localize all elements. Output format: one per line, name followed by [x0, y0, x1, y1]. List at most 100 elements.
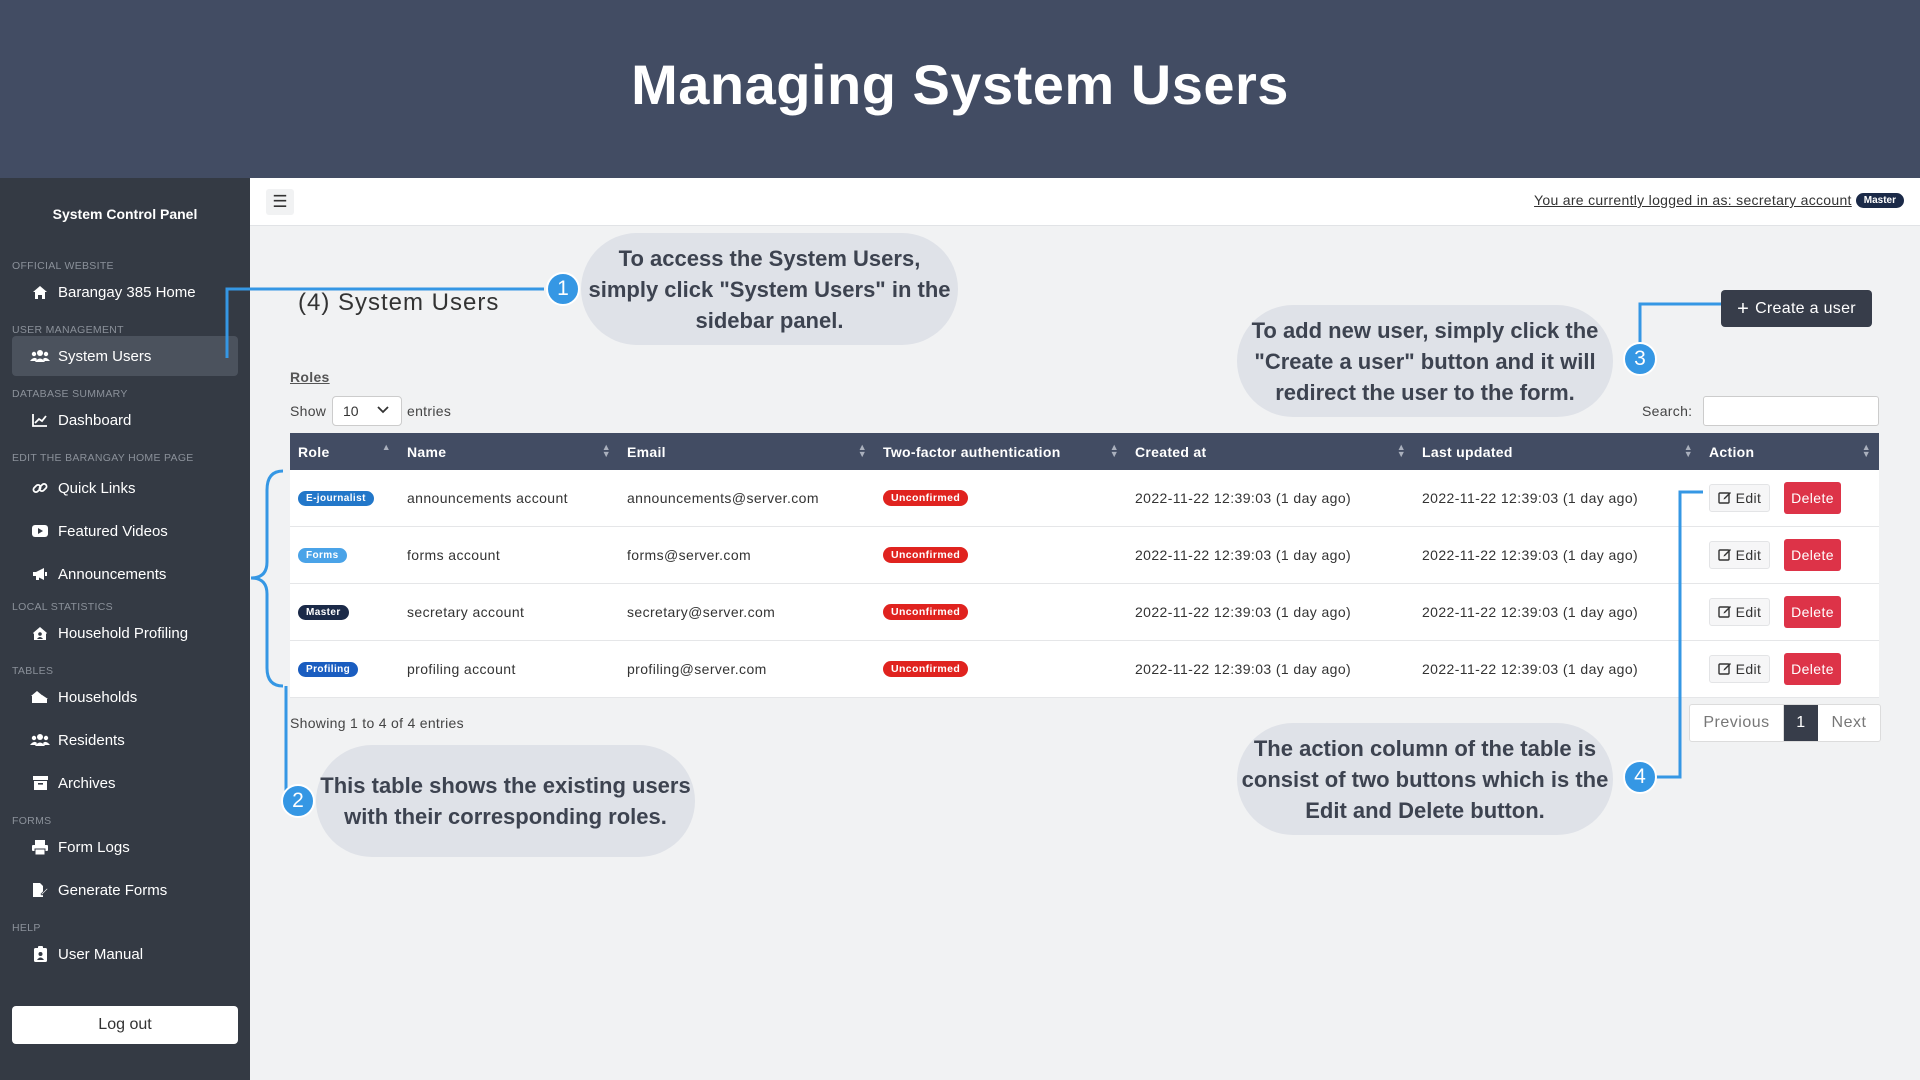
create-user-label: Create a user	[1755, 299, 1856, 317]
user-email: profiling@server.com	[627, 661, 767, 677]
delete-button[interactable]: Delete	[1784, 482, 1841, 514]
sidebar-item-residents[interactable]: Residents	[12, 720, 238, 760]
logged-in-indicator: You are currently logged in as: secretar…	[1534, 192, 1904, 208]
edit-button[interactable]: Edit	[1709, 598, 1770, 626]
edit-button[interactable]: Edit	[1709, 484, 1770, 512]
edit-icon	[1717, 547, 1732, 564]
logout-button[interactable]: Log out	[12, 1006, 238, 1044]
edit-icon	[1717, 490, 1732, 507]
step-badge-2: 2	[281, 784, 315, 818]
sidebar-item-households[interactable]: Households	[12, 677, 238, 717]
houses-icon	[30, 690, 50, 704]
users-icon	[30, 349, 50, 363]
role-badge: E-journalist	[298, 490, 374, 506]
page-title: (4) System Users	[298, 289, 500, 316]
col-header-two-factor[interactable]: Two-factor authentication▲▼	[883, 442, 1119, 460]
col-header-action[interactable]: Action▲▼	[1709, 442, 1871, 460]
table-row: Forms forms account forms@server.com Unc…	[290, 527, 1879, 584]
col-header-name[interactable]: Name▲▼	[407, 442, 611, 460]
sidebar-item-generate-forms[interactable]: Generate Forms	[12, 870, 238, 910]
section-tables: TABLES	[12, 665, 54, 677]
sidebar-item-label: Dashboard	[58, 411, 132, 429]
table-info: Showing 1 to 4 of 4 entries	[290, 715, 464, 731]
sidebar-item-archives[interactable]: Archives	[12, 763, 238, 803]
section-user-management: USER MANAGEMENT	[12, 324, 124, 336]
col-header-role[interactable]: Role▲▼	[298, 442, 391, 460]
create-user-button[interactable]: + Create a user	[1721, 290, 1872, 327]
chevron-down-icon	[377, 403, 389, 417]
sort-icon: ▲▼	[1683, 442, 1693, 459]
previous-page-button[interactable]: Previous	[1690, 705, 1784, 741]
youtube-icon	[30, 525, 50, 537]
users-table: Role▲▼ Name▲▼ Email▲▼ Two-factor authent…	[290, 433, 1879, 698]
sort-icon: ▲▼	[1109, 442, 1119, 459]
created-at: 2022-11-22 12:39:03 (1 day ago)	[1135, 547, 1352, 563]
entries-select-value: 10	[343, 403, 359, 419]
sort-icon: ▲▼	[857, 442, 867, 459]
table-row: Profiling profiling account profiling@se…	[290, 641, 1879, 698]
sidebar-item-label: Households	[58, 688, 138, 706]
sidebar-item-system-users[interactable]: System Users	[12, 336, 238, 376]
delete-button[interactable]: Delete	[1784, 653, 1841, 685]
callout-3: To add new user, simply click the "Creat…	[1237, 305, 1613, 417]
file-signature-icon	[30, 882, 50, 898]
delete-button[interactable]: Delete	[1784, 539, 1841, 571]
callout-1: To access the System Users, simply click…	[581, 233, 958, 345]
edit-button[interactable]: Edit	[1709, 655, 1770, 683]
sidebar-item-label: Residents	[58, 731, 125, 749]
sidebar-item-label: Featured Videos	[58, 522, 168, 540]
sidebar-item-home[interactable]: Barangay 385 Home	[12, 272, 238, 312]
sidebar-item-quick-links[interactable]: Quick Links	[12, 468, 238, 508]
sidebar-item-dashboard[interactable]: Dashboard	[12, 400, 238, 440]
clipboard-user-icon	[30, 946, 50, 962]
section-local-statistics: LOCAL STATISTICS	[12, 601, 113, 613]
sidebar-item-label: Archives	[58, 774, 116, 792]
hamburger-icon[interactable]: ☰	[266, 189, 294, 215]
pagination: Previous 1 Next	[1689, 704, 1881, 742]
sidebar-item-form-logs[interactable]: Form Logs	[12, 827, 238, 867]
sidebar-item-featured-videos[interactable]: Featured Videos	[12, 511, 238, 551]
user-email: forms@server.com	[627, 547, 752, 563]
archive-icon	[30, 776, 50, 790]
sidebar-item-announcements[interactable]: Announcements	[12, 554, 238, 594]
users-icon	[30, 733, 50, 747]
sidebar-item-label: Announcements	[58, 565, 167, 583]
title-banner: Managing System Users	[0, 0, 1920, 178]
current-page-button[interactable]: 1	[1784, 705, 1818, 741]
entries-select[interactable]: 10	[332, 396, 402, 426]
col-header-email[interactable]: Email▲▼	[627, 442, 867, 460]
chart-line-icon	[30, 413, 50, 427]
home-icon	[30, 285, 50, 300]
edit-button[interactable]: Edit	[1709, 541, 1770, 569]
user-name: secretary account	[407, 604, 525, 620]
role-badge: Forms	[298, 547, 347, 563]
user-name: forms account	[407, 547, 501, 563]
sidebar-item-user-manual[interactable]: User Manual	[12, 934, 238, 974]
section-forms: FORMS	[12, 815, 52, 827]
col-header-created-at[interactable]: Created at▲▼	[1135, 442, 1406, 460]
megaphone-icon	[30, 567, 50, 581]
col-header-last-updated[interactable]: Last updated▲▼	[1422, 442, 1693, 460]
sidebar-item-label: Household Profiling	[58, 624, 189, 642]
banner-title: Managing System Users	[631, 53, 1289, 116]
sidebar-item-label: Form Logs	[58, 838, 130, 856]
step-badge-3: 3	[1623, 342, 1657, 376]
delete-button[interactable]: Delete	[1784, 596, 1841, 628]
table-row: Master secretary account secretary@serve…	[290, 584, 1879, 641]
logged-in-text[interactable]: You are currently logged in as: secretar…	[1534, 192, 1852, 208]
next-page-button[interactable]: Next	[1831, 714, 1867, 731]
sidebar-item-label: User Manual	[58, 945, 144, 963]
link-icon	[30, 480, 50, 496]
house-user-icon	[30, 626, 50, 641]
sidebar-item-label: System Users	[58, 347, 152, 365]
roles-link[interactable]: Roles	[290, 369, 330, 385]
two-factor-status-badge: Unconfirmed	[883, 604, 969, 620]
show-label: Show	[290, 403, 327, 419]
entries-label: entries	[407, 403, 452, 419]
two-factor-status-badge: Unconfirmed	[883, 661, 969, 677]
search-input[interactable]	[1703, 396, 1879, 426]
last-updated: 2022-11-22 12:39:03 (1 day ago)	[1422, 604, 1639, 620]
sidebar-item-household-profiling[interactable]: Household Profiling	[12, 613, 238, 653]
search-label: Search:	[1642, 403, 1693, 419]
